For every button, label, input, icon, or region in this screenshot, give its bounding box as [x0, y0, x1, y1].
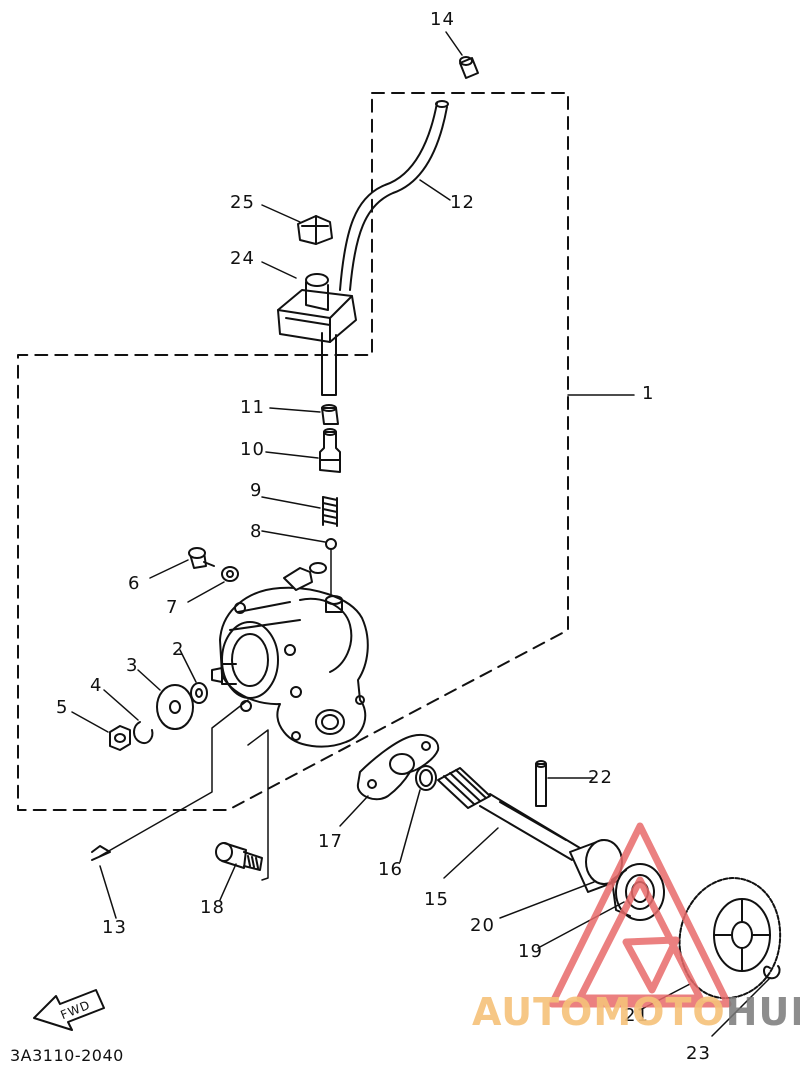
- callout-20: 20: [470, 915, 495, 936]
- callout-7: 7: [166, 597, 179, 618]
- callout-1: 1: [642, 383, 655, 404]
- fwd-arrow-icon: [33, 989, 105, 1031]
- callout-15: 15: [424, 889, 449, 910]
- part-10-fitting: [319, 428, 341, 473]
- assembly-boundary-dashed: [17, 92, 569, 811]
- part-9-spring: [322, 496, 338, 527]
- part-21-gear: [678, 877, 782, 1000]
- part-15-shaft: [437, 767, 581, 861]
- part-5-nut: [109, 725, 131, 751]
- watermark-part1: AUTOMOTO: [472, 990, 726, 1034]
- callout-16: 16: [378, 859, 403, 880]
- callout-13: 13: [102, 917, 127, 938]
- part-14-cap: [459, 56, 479, 79]
- callout-23: 23: [686, 1043, 711, 1064]
- part-12-delivery-pipe: [339, 100, 449, 291]
- callout-4: 4: [90, 675, 103, 696]
- pump-body: [211, 562, 369, 748]
- part-17-gasket: [356, 734, 440, 801]
- callout-6: 6: [128, 573, 141, 594]
- callout-22: 22: [588, 767, 613, 788]
- callout-21: 21: [624, 1005, 649, 1026]
- callout-14: 14: [430, 9, 455, 30]
- callout-18: 18: [200, 897, 225, 918]
- diagram-code: 3A3110-2040: [10, 1046, 124, 1065]
- callout-10: 10: [240, 439, 265, 460]
- callout-2: 2: [172, 639, 185, 660]
- callout-3: 3: [126, 655, 139, 676]
- leader-lines: [71, 31, 771, 1037]
- callout-8: 8: [250, 521, 263, 542]
- callout-24: 24: [230, 248, 255, 269]
- watermark-logo-icon: [548, 822, 732, 1008]
- callout-11: 11: [240, 397, 265, 418]
- callout-17: 17: [318, 831, 343, 852]
- part-8-ball: [325, 538, 337, 550]
- callout-12: 12: [450, 192, 475, 213]
- part-2-washer: [190, 682, 208, 704]
- part-24-pipe-holder: [277, 273, 357, 396]
- part-25-clip: [297, 215, 333, 245]
- callout-5: 5: [56, 697, 69, 718]
- watermark-text: AUTOMOTOHUB: [472, 990, 800, 1034]
- part-18-bolt: [215, 842, 263, 871]
- part-22-pin: [535, 760, 547, 807]
- part-6-bolt: [188, 547, 215, 569]
- part-3-plate: [156, 684, 194, 730]
- callout-19: 19: [518, 941, 543, 962]
- callout-9: 9: [250, 480, 263, 501]
- callout-25: 25: [230, 192, 255, 213]
- part-13-clip: [91, 845, 111, 861]
- part-4-lock-washer: [133, 721, 154, 744]
- part-11-sleeve: [321, 404, 339, 425]
- watermark-part2: HUB: [725, 990, 800, 1034]
- part-7-washer: [221, 566, 239, 582]
